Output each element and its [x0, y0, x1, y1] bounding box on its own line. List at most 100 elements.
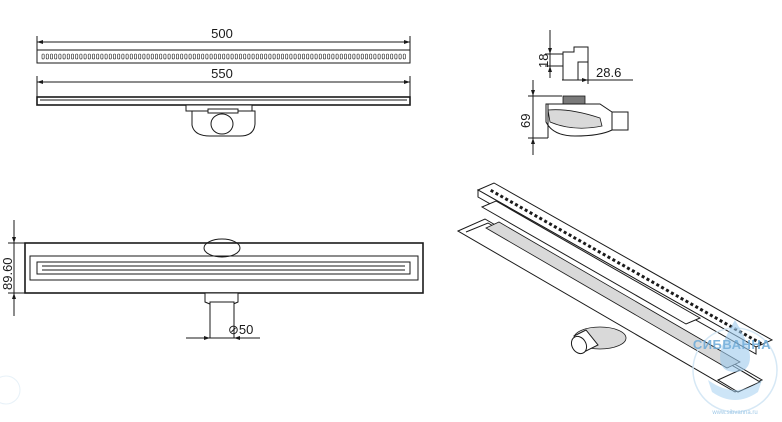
dim-label-18: 18 [536, 54, 551, 68]
perforation-slot [150, 53, 154, 60]
perforation-slot [71, 53, 74, 60]
perforation-slot [209, 53, 213, 60]
iso-perforation-slot [563, 230, 568, 235]
perforation-slot [180, 53, 184, 60]
dim-label-89-60: 89.60 [0, 257, 15, 290]
iso-perforation-slot [655, 282, 660, 288]
perforation-slot [197, 53, 200, 60]
dim-label-d50: ⊘50 [228, 322, 253, 337]
iso-perforation-slot [714, 316, 719, 321]
perforation-slot [41, 53, 45, 60]
perforation-slot [83, 53, 87, 60]
iso-perforation-slot [499, 194, 504, 199]
perforation-slot [402, 53, 406, 60]
dim-label-28-6: 28.6 [596, 65, 621, 80]
iso-perforation-slot [592, 246, 597, 252]
perforation-slot [255, 53, 259, 60]
perforation-slot [302, 53, 305, 60]
iso-perforation-slot [587, 244, 592, 249]
iso-perforation-slot [577, 238, 582, 243]
perforation-slot [243, 53, 247, 60]
perforation-slot [281, 53, 284, 60]
side-section-view: 18 28.6 69 [518, 30, 633, 155]
iso-perforation-slot [611, 258, 616, 263]
perforation-slot [344, 53, 347, 60]
iso-perforation-slot [723, 321, 728, 326]
grate-perforations [41, 53, 406, 60]
iso-perforation-slot [553, 224, 558, 229]
perforation-slot [310, 53, 314, 60]
perforation-slot [239, 53, 242, 60]
iso-perforation-slot [509, 200, 514, 205]
iso-perforation-slot [675, 293, 680, 299]
perforation-slot [264, 53, 268, 60]
perforation-slot [381, 53, 385, 60]
water-drop-icon [720, 320, 750, 372]
iso-perforation-slot [679, 296, 685, 301]
iso-perforation-slot [538, 216, 543, 221]
iso-perforation-slot [748, 335, 753, 340]
iso-perforation-slot [543, 219, 548, 224]
iso-perforation-slot [645, 277, 650, 282]
iso-perforation-slot [621, 263, 626, 268]
iso-perforation-slot [684, 299, 689, 304]
iso-perforation-slot [757, 340, 763, 346]
iso-perforation-slot [631, 269, 636, 274]
iso-perforation-slot [636, 271, 641, 276]
isometric-view [456, 182, 774, 393]
perforation-slot [398, 53, 402, 60]
perforation-slot [285, 53, 289, 60]
perforation-slot [335, 53, 339, 60]
iso-perforation-slot [533, 213, 538, 218]
channel-side-view [36, 96, 411, 106]
iso-perforation-slot [709, 313, 714, 318]
grate-top-view [36, 49, 411, 64]
iso-perforation-slot [524, 208, 529, 213]
perforation-slot [125, 53, 129, 60]
perforation-slot [66, 53, 70, 60]
dim-label-550: 550 [211, 66, 233, 81]
perforation-slot [247, 53, 251, 60]
perforation-slot [369, 53, 373, 60]
iso-perforation-slot [572, 235, 577, 241]
perforation-slot [218, 53, 221, 60]
perforation-slot [331, 53, 335, 60]
perforation-slot [113, 53, 116, 60]
perforation-slot [272, 53, 276, 60]
brand-watermark: СИБВАННА www.sibvanna.ru [0, 320, 778, 416]
perforation-slot [117, 53, 121, 60]
perforation-slot [146, 53, 150, 60]
perforation-slot [201, 53, 205, 60]
iso-perforation-slot [567, 233, 573, 238]
brand-site: www.sibvanna.ru [711, 410, 757, 416]
perforation-slot [251, 53, 255, 60]
iso-perforation-slot [660, 285, 665, 290]
iso-perforation-slot [548, 222, 553, 227]
grate-profile [562, 46, 589, 81]
perforation-slot [167, 53, 171, 60]
iso-perforation-slot [597, 249, 602, 254]
perforation-slot [155, 53, 158, 60]
perforation-slot [390, 53, 394, 60]
perforation-slot [289, 53, 293, 60]
perforation-slot [108, 53, 112, 60]
perforation-slot [318, 53, 322, 60]
perforation-slot [134, 53, 137, 60]
perforation-slot [386, 53, 389, 60]
perforation-slot [352, 53, 356, 60]
iso-perforation-slot [602, 252, 607, 257]
perforation-slot [58, 53, 62, 60]
perforation-slot [104, 53, 108, 60]
perforation-slot [226, 53, 230, 60]
iso-perforation-slot [494, 191, 499, 196]
perforation-slot [293, 53, 297, 60]
iso-perforation-slot [699, 307, 704, 312]
perforation-slot [192, 53, 196, 60]
perforation-slot [159, 53, 163, 60]
perforation-slot [45, 53, 49, 60]
perforation-slot [75, 53, 79, 60]
perforation-slot [50, 53, 53, 60]
iso-perforation-slot [753, 338, 758, 343]
perforation-slot [79, 53, 83, 60]
perforation-slot [171, 53, 175, 60]
